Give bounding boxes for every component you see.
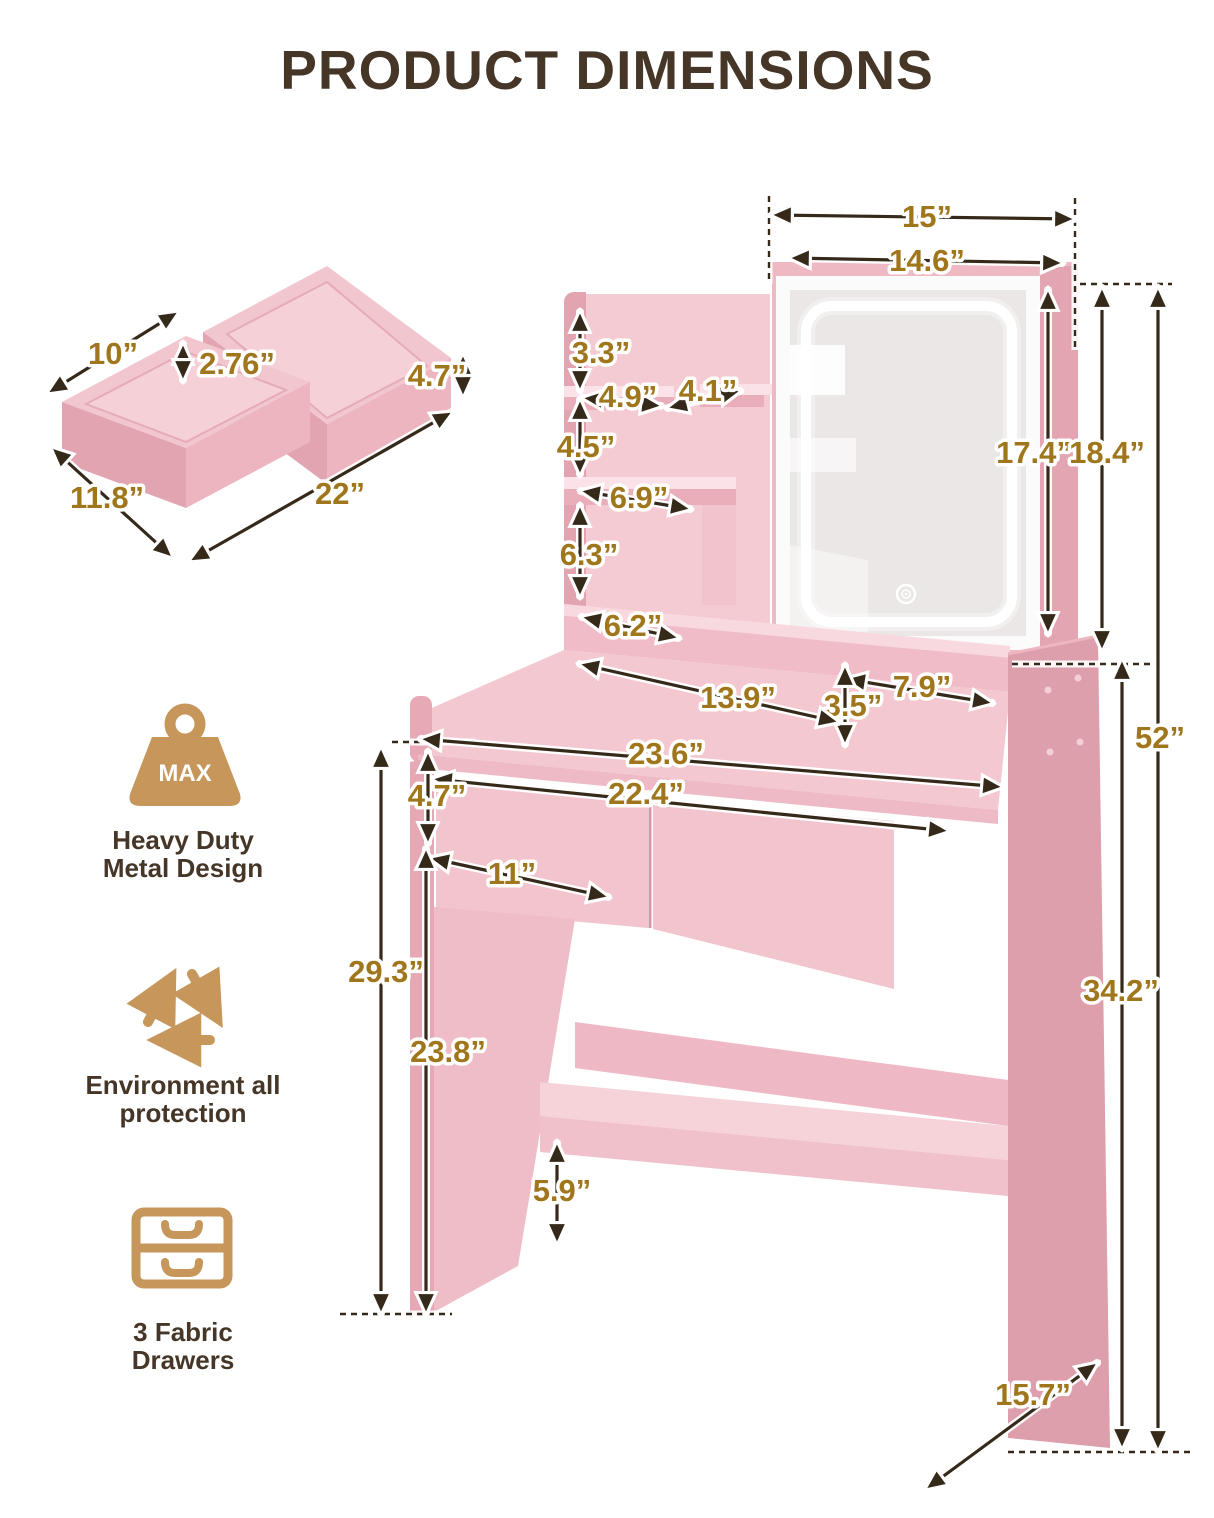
svg-text:23.6”: 23.6”	[628, 736, 704, 771]
svg-text:6.2”: 6.2”	[604, 608, 663, 643]
svg-text:15”: 15”	[902, 199, 952, 234]
svg-text:23.8”: 23.8”	[410, 1034, 486, 1069]
feature-heavy-duty: MAX Heavy Duty Metal Design	[103, 703, 263, 883]
max-weight-icon: MAX	[129, 703, 241, 806]
svg-text:34.2”: 34.2”	[1083, 973, 1159, 1008]
feature-label: 3 Fabric	[133, 1317, 233, 1347]
dim-tray-length: 22”	[190, 408, 452, 565]
feature-label: Environment all	[85, 1070, 280, 1100]
svg-text:6.3”: 6.3”	[560, 537, 619, 572]
svg-text:3.3”: 3.3”	[572, 335, 631, 370]
svg-text:17.4”: 17.4”	[996, 435, 1072, 470]
lower-shelf-front	[540, 1116, 1008, 1196]
svg-text:2.76”: 2.76”	[199, 346, 275, 381]
svg-text:22”: 22”	[315, 476, 365, 511]
dim-hutch-gap-top: 3.3”	[572, 312, 634, 390]
dim-drawer-span: 22.4”	[433, 776, 948, 831]
lower-shelf-surface	[540, 1082, 1008, 1160]
svg-text:29.3”: 29.3”	[348, 954, 424, 989]
screw-hole	[1074, 674, 1082, 682]
svg-text:4.5”: 4.5”	[557, 429, 616, 464]
dim-mirror-frame-width: 15”	[772, 196, 1074, 238]
dim-hutch-gap-low: 6.3”	[556, 506, 622, 596]
mirror-reflection	[790, 345, 845, 395]
svg-text:13.9”: 13.9”	[700, 680, 776, 715]
screw-hole	[1046, 748, 1054, 756]
dim-hutch-shelf-left: 4.9”	[583, 376, 661, 418]
svg-text:5.9”: 5.9”	[533, 1173, 592, 1208]
dim-hutch-shelf-right: 4.1”	[668, 370, 740, 408]
svg-text:6.9”: 6.9”	[610, 480, 669, 515]
dim-mirror-panel-height: 18.4”	[1066, 288, 1148, 650]
dim-riser-depth: 7.9”	[846, 666, 992, 704]
svg-text:14.6”: 14.6”	[889, 243, 965, 278]
right-side-panel	[1008, 636, 1110, 1448]
svg-text:52”: 52”	[1135, 720, 1185, 755]
page-title: PRODUCT DIMENSIONS	[280, 39, 934, 101]
svg-text:4.9”: 4.9”	[599, 379, 658, 414]
feature-label: Metal Design	[103, 853, 263, 883]
svg-text:7.9”: 7.9”	[893, 669, 952, 704]
feature-label: Drawers	[132, 1345, 235, 1375]
dim-base-depth: 15.7”	[926, 1359, 1097, 1493]
svg-text:MAX: MAX	[158, 760, 211, 787]
svg-text:4.1”: 4.1”	[679, 373, 738, 408]
dim-desk-surface-depth: 13.9”	[580, 664, 838, 722]
screw-hole	[1076, 738, 1084, 746]
drawer-right	[653, 799, 894, 989]
dim-tray-width: 10”	[48, 308, 178, 397]
svg-text:11”: 11”	[488, 856, 536, 891]
svg-text:15.7”: 15.7”	[995, 1377, 1071, 1412]
svg-text:4.7”: 4.7”	[408, 358, 467, 393]
recycle-icon	[126, 966, 223, 1068]
svg-text:10”: 10”	[88, 336, 138, 371]
svg-text:11.8”: 11.8”	[70, 480, 144, 515]
svg-text:4.7”: 4.7”	[408, 778, 467, 813]
dim-hutch-shelf-mid: 6.9”	[581, 477, 690, 519]
right-panel-top-edge	[1007, 634, 1099, 656]
dim-tray-height: 4.7”	[404, 355, 467, 396]
touch-control-icon	[895, 583, 917, 605]
drawers-icon	[131, 1207, 233, 1289]
dim-hutch-gap-mid: 4.5”	[553, 400, 619, 474]
dim-mirror-width: 14.6”	[790, 240, 1062, 282]
led-strip	[801, 301, 1017, 627]
dim-mirror-height: 17.4”	[993, 290, 1075, 633]
left-panel-inner-face	[434, 907, 575, 1312]
dim-total-height: 52”	[1132, 288, 1188, 1450]
dim-tray-inner-depth: 2.76”	[183, 344, 278, 381]
dim-drawer-height: 4.7”	[404, 752, 470, 843]
svg-text:18.4”: 18.4”	[1069, 435, 1145, 470]
hutch-step-divider	[702, 505, 736, 605]
feature-environment: Environment all protection	[85, 966, 281, 1128]
feature-label: Heavy Duty	[112, 825, 254, 855]
feature-label: protection	[119, 1098, 246, 1128]
lower-shelf-backboard	[575, 1022, 1008, 1126]
dim-tray-side-depth: 11.8”	[52, 448, 172, 557]
screw-hole	[1044, 686, 1052, 694]
dim-hutch-base: 6.2”	[582, 605, 678, 647]
dim-inner-height: 23.8”	[407, 849, 489, 1313]
hutch-back-panel	[584, 294, 770, 650]
dim-left-panel-height: 29.3”	[345, 748, 427, 1313]
dim-desk-height: 34.2”	[1080, 660, 1162, 1448]
feature-drawers: 3 Fabric Drawers	[131, 1207, 235, 1375]
dim-shelf-clearance: 5.9”	[529, 1143, 595, 1243]
dim-drawer-width: 11”	[430, 856, 608, 897]
tray-detail-illustration	[62, 266, 451, 508]
svg-text:22.4”: 22.4”	[608, 776, 684, 811]
